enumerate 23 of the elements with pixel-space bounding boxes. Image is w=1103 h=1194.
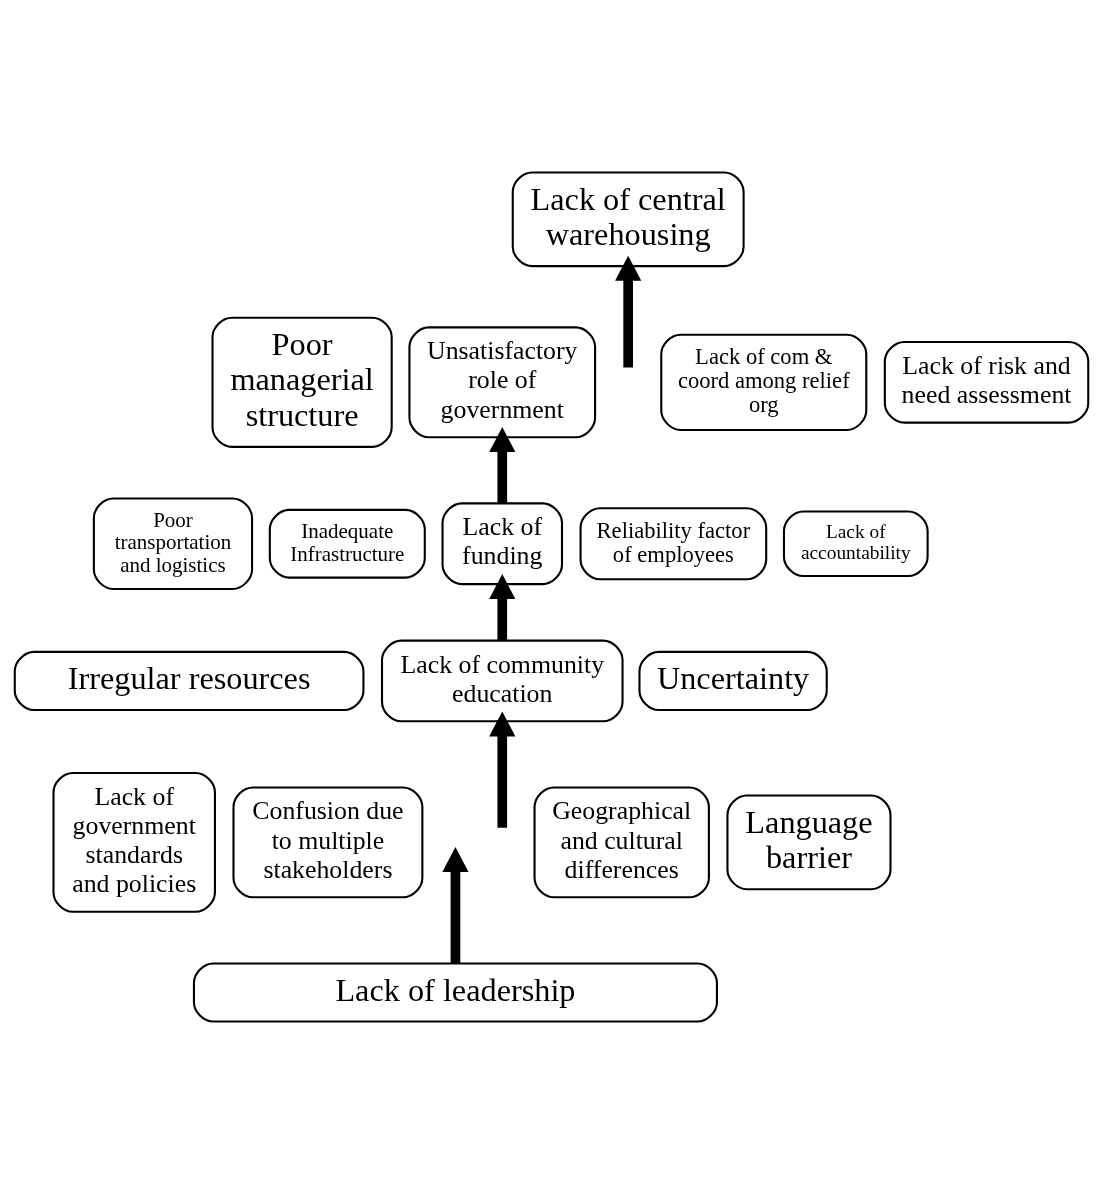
node-box: Lack of risk and need assessment xyxy=(883,340,1090,424)
node-box: Geographical and cultural differences xyxy=(533,786,710,899)
node-box: Confusion due to multiple stakeholders xyxy=(232,786,424,899)
arrow xyxy=(489,574,516,641)
node-box: Lack of central warehousing xyxy=(511,171,745,268)
node-box: Lack of funding xyxy=(441,502,564,586)
node-box: Lack of community education xyxy=(380,639,624,723)
arrow xyxy=(442,846,469,964)
node-box: Lack of accountability xyxy=(782,510,929,578)
node-box: Poor managerial structure xyxy=(211,316,393,448)
node-box: Language barrier xyxy=(726,794,892,891)
node-box: Lack of leadership xyxy=(192,962,718,1023)
arrow xyxy=(615,255,642,368)
node-box: Lack of government standards and policies xyxy=(52,771,216,913)
node-box: Unsatisfactory role of government xyxy=(408,326,597,439)
arrow xyxy=(489,427,516,503)
node-box: Reliability factor of employees xyxy=(579,507,768,581)
node-box: Irregular resources xyxy=(13,650,365,712)
node-box: Lack of com & coord among relief org xyxy=(660,333,868,431)
node-box: Uncertainty xyxy=(638,650,828,712)
node-box: Poor transportation and logistics xyxy=(92,497,254,590)
node-box: Inadequate Infrastructure xyxy=(268,508,426,579)
arrow xyxy=(489,711,516,828)
